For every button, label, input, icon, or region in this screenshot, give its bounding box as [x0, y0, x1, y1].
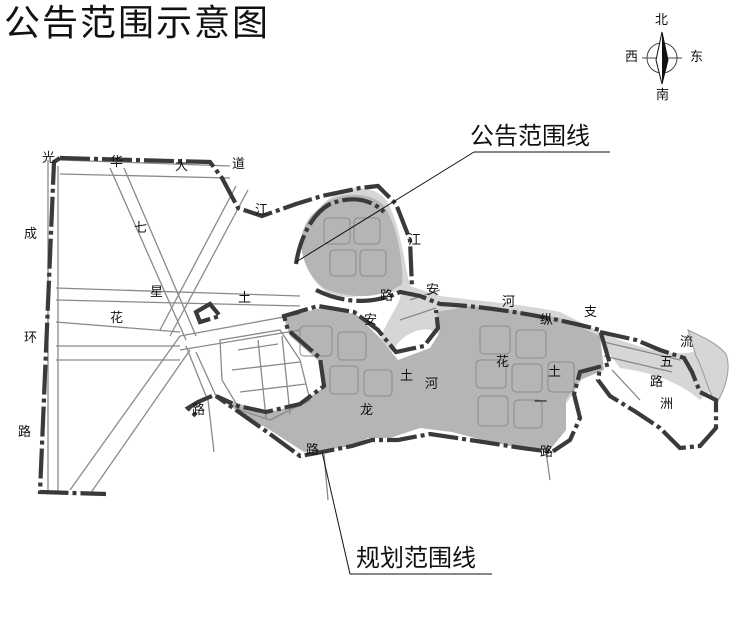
road-label: 道 — [232, 157, 246, 172]
road-label: 土 — [238, 291, 252, 306]
zone-central — [214, 306, 604, 452]
road-label: 华 — [110, 155, 124, 170]
compass-east-label: 东 — [690, 50, 704, 65]
road-label: 路 — [650, 375, 664, 390]
notice-callout-leader — [295, 151, 475, 263]
road-label: 流 — [680, 335, 694, 350]
notice-boundary-callout: 公告范围线 — [470, 122, 590, 150]
compass-needle-icon — [642, 31, 682, 85]
road-label: 五 — [660, 355, 674, 370]
road-label: 安 — [364, 313, 378, 328]
road-label: 路 — [18, 425, 32, 440]
road-label: 土 — [548, 365, 562, 380]
road-label: 龙 — [360, 403, 374, 418]
road-label: 纵 — [540, 313, 554, 328]
road-label: 江 — [255, 203, 269, 218]
road-label: 支 — [584, 305, 598, 320]
road-label: 环 — [24, 331, 38, 346]
road-label: 一 — [534, 395, 548, 410]
road-label: 七 — [134, 221, 148, 236]
road-label: 江 — [408, 233, 422, 248]
road-label: 成 — [24, 227, 38, 242]
road-label: 花 — [496, 355, 510, 370]
road-label: 路 — [306, 443, 320, 458]
road-label: 安 — [426, 283, 440, 298]
road-label: 路 — [540, 445, 554, 460]
road-label: 星 — [150, 285, 164, 300]
compass-west-label: 西 — [625, 50, 639, 65]
road-label: 路 — [380, 289, 394, 304]
zone-north — [301, 194, 403, 297]
lake — [687, 329, 729, 405]
road-label: 花 — [110, 311, 124, 326]
compass-north-label: 北 — [655, 13, 669, 28]
notice-boundary-line — [37, 155, 719, 497]
planning-boundary-callout: 规划范围线 — [356, 544, 476, 572]
road-label: 洲 — [660, 397, 674, 412]
road-label: 路 — [192, 403, 206, 418]
road-label: 河 — [502, 295, 516, 310]
road-label: 土 — [400, 369, 414, 384]
road-label: 河 — [425, 377, 439, 392]
road-label: 光 — [42, 151, 56, 166]
map-title: 公告范围示意图 — [4, 3, 271, 44]
compass-south-label: 南 — [656, 88, 670, 103]
planning-callout-leader — [321, 451, 351, 575]
road-label: 大 — [175, 159, 189, 174]
